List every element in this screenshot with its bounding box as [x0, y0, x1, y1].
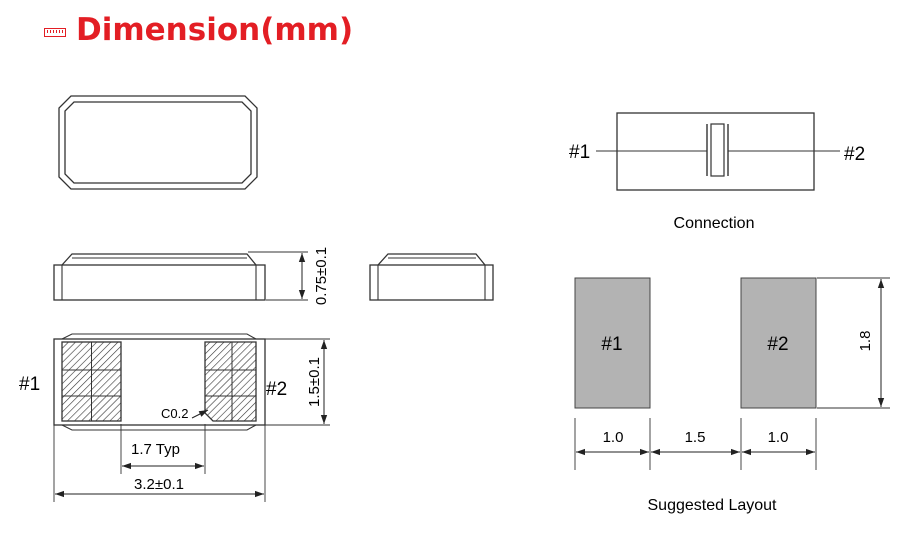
- crystal-symbol: [710, 123, 725, 177]
- layout-pad-2-label: #2: [767, 334, 788, 355]
- layout-pad-width-1: 1.0: [603, 429, 624, 446]
- connection-diagram: #1 #2 Connection: [569, 112, 865, 232]
- length-dimension: 3.2±0.1: [134, 476, 184, 493]
- layout-pad-1: [574, 277, 651, 409]
- layout-height-dimension: 1.8: [857, 331, 874, 352]
- side-view-short: [369, 253, 494, 301]
- layout-pad-2: [740, 277, 817, 409]
- pad-1-label: #1: [19, 374, 40, 395]
- pad-2: [204, 341, 257, 422]
- pitch-dimension: 1.7 Typ: [131, 441, 180, 458]
- layout-pad-width-2: 1.0: [768, 429, 789, 446]
- ruler-icon: [44, 27, 66, 37]
- layout-pad-1-label: #1: [601, 334, 622, 355]
- page-title: Dimension(mm): [76, 12, 354, 48]
- pad-2-label: #2: [266, 379, 287, 400]
- header: Dimension(mm): [44, 6, 353, 54]
- connection-pin-2: #2: [844, 144, 865, 165]
- top-view: [58, 95, 258, 190]
- height-dimension: 0.75±0.1: [313, 247, 330, 305]
- connection-pin-1: #1: [569, 142, 590, 163]
- suggested-layout: #1 #2 1.8 1.0 1.5 1.0 Suggested Layout: [574, 277, 890, 514]
- width-dimension: 1.5±0.1: [306, 357, 323, 407]
- bottom-view: #1 #2 C0.2 1.5±0.1 1.7 Typ 3.2±0.1: [19, 333, 330, 502]
- connection-caption: Connection: [674, 215, 755, 232]
- layout-gap: 1.5: [685, 429, 706, 446]
- layout-caption: Suggested Layout: [648, 497, 778, 514]
- side-view-long: 0.75±0.1: [53, 247, 330, 305]
- chamfer-label: C0.2: [161, 406, 188, 421]
